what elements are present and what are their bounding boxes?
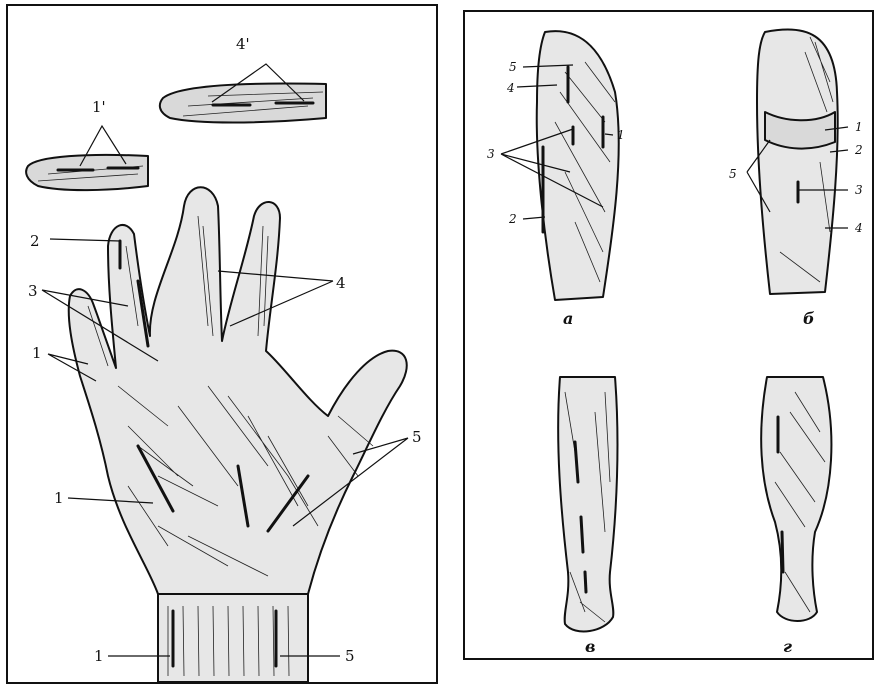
palm [69, 187, 407, 682]
leg-posterior [761, 377, 831, 621]
finger-detail-4prime [160, 64, 326, 123]
label-b2: 2 [854, 143, 863, 157]
label-b1: 1 [855, 120, 863, 134]
label-4prime: 4' [236, 35, 250, 53]
label-1prime: 1' [92, 98, 106, 116]
thigh-anterior [501, 31, 619, 300]
label-a1: 1 [617, 128, 625, 142]
caption-v: в [585, 637, 596, 656]
hand-illustration: 4' 1' [8, 6, 440, 686]
caption-g: г [783, 637, 792, 656]
label-5-wrist: 5 [345, 647, 355, 665]
label-b3: 3 [855, 183, 863, 197]
finger-detail-1prime [26, 126, 148, 190]
label-4: 4 [336, 274, 346, 292]
legs-panel: 5 4 3 1 2 а 1 2 5 3 4 б в [463, 10, 874, 660]
label-a3: 3 [487, 147, 495, 161]
label-3: 3 [28, 282, 38, 300]
label-a5: 5 [509, 60, 517, 74]
label-2: 2 [30, 232, 40, 250]
label-a2: 2 [508, 212, 517, 226]
leg-anterior [558, 377, 617, 631]
caption-a: а [563, 309, 573, 328]
label-b5: 5 [729, 167, 737, 181]
label-1-middle: 1 [54, 489, 64, 507]
label-1-wrist: 1 [94, 647, 104, 665]
legs-illustration: 5 4 3 1 2 а 1 2 5 3 4 б в [465, 12, 876, 662]
caption-b: б [803, 309, 815, 328]
label-b4: 4 [854, 221, 863, 235]
thigh-posterior [747, 29, 848, 294]
label-1-upper: 1 [32, 344, 42, 362]
label-5-right: 5 [412, 428, 422, 446]
hand-panel: 4' 1' [6, 4, 438, 684]
label-a4: 4 [506, 81, 515, 95]
